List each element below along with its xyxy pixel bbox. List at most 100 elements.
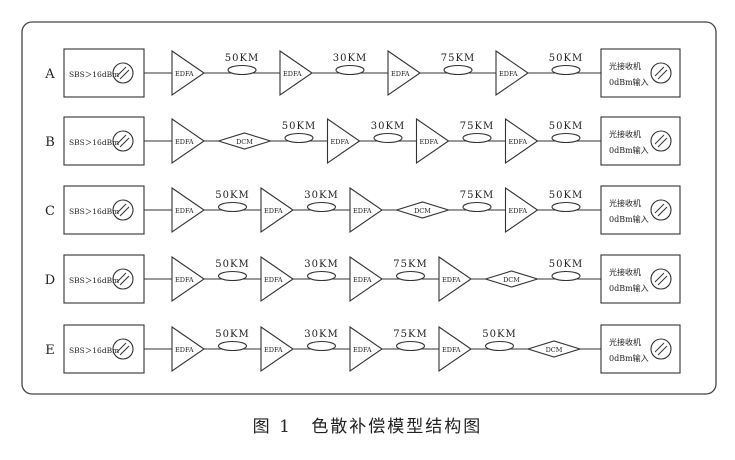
fiber-span: 50KM — [225, 53, 259, 76]
fiber-length-label: 50KM — [549, 53, 583, 64]
fiber-span: 50KM — [282, 121, 316, 144]
fiber-span: 50KM — [549, 53, 583, 76]
row-label: E — [45, 343, 55, 358]
dcm-module: DCM — [526, 340, 582, 358]
fiber-span: 50KM — [482, 329, 516, 352]
edfa-amplifier: EDFA — [349, 186, 383, 234]
diagram-frame — [21, 21, 717, 395]
fiber-length-label: 50KM — [549, 259, 583, 270]
fiber-length-label: 50KM — [215, 329, 249, 340]
edfa-label: EDFA — [283, 70, 302, 78]
source-label: SBS＞16dBm — [69, 346, 119, 355]
edfa-amplifier: EDFA — [438, 255, 472, 303]
edfa-amplifier: EDFA — [415, 117, 450, 165]
source-dial-icon — [112, 199, 134, 221]
fiber-span: 30KM — [304, 259, 338, 282]
fiber-span: 50KM — [549, 121, 583, 144]
fiber-span: 75KM — [393, 329, 427, 352]
edfa-label: EDFA — [353, 346, 372, 354]
receiver-label-line2: 0dBm输入 — [609, 145, 649, 155]
receiver-block: 光接收机 0dBm输入 — [600, 324, 681, 374]
receiver-label-line1: 光接收机 — [609, 198, 641, 208]
fiber-length-label: 50KM — [549, 190, 583, 201]
receiver-label-line2: 0dBm输入 — [609, 214, 649, 224]
source-block: SBS＞16dBm — [63, 324, 145, 374]
receiver-label-line1: 光接收机 — [609, 267, 641, 277]
receiver-label-line2: 0dBm输入 — [609, 77, 649, 87]
source-block: SBS＞16dBm — [63, 185, 145, 235]
edfa-amplifier: EDFA — [504, 117, 539, 165]
edfa-amplifier: EDFA — [326, 117, 361, 165]
edfa-amplifier: EDFA — [171, 186, 205, 234]
edfa-amplifier: EDFA — [260, 255, 294, 303]
fiber-span: 75KM — [460, 121, 494, 144]
edfa-amplifier: EDFA — [504, 186, 539, 234]
fiber-length-label: 75KM — [441, 53, 475, 64]
edfa-label: EDFA — [175, 70, 194, 78]
receiver-label-line2: 0dBm输入 — [609, 283, 649, 293]
edfa-amplifier: EDFA — [438, 325, 472, 373]
fiber-length-label: 30KM — [304, 329, 338, 340]
receiver-dial-icon — [650, 268, 672, 290]
fiber-length-label: 50KM — [225, 53, 259, 64]
receiver-block: 光接收机 0dBm输入 — [600, 254, 681, 304]
edfa-amplifier: EDFA — [349, 325, 383, 373]
fiber-span: 75KM — [393, 259, 427, 282]
edfa-label: EDFA — [442, 346, 461, 354]
fiber-span: 30KM — [304, 329, 338, 352]
fiber-span: 50KM — [549, 190, 583, 213]
receiver-dial-icon — [650, 62, 672, 84]
scheme-row-e: E SBS＞16dBm 光接收机 0dBm输入 EDFA 50KM EDFA 30KM EDFA… — [45, 324, 681, 374]
fiber-span: 75KM — [460, 190, 494, 213]
receiver-dial-icon — [650, 130, 672, 152]
dcm-label: DCM — [546, 346, 563, 354]
dcm-label: DCM — [236, 138, 253, 146]
edfa-label: EDFA — [175, 276, 194, 284]
fiber-span: 30KM — [333, 53, 367, 76]
dcm-label: DCM — [503, 276, 520, 284]
edfa-label: EDFA — [264, 346, 283, 354]
edfa-amplifier: EDFA — [171, 325, 205, 373]
edfa-amplifier: EDFA — [349, 255, 383, 303]
fiber-length-label: 50KM — [282, 121, 316, 132]
receiver-dial-icon — [650, 199, 672, 221]
fiber-length-label: 75KM — [460, 121, 494, 132]
edfa-amplifier: EDFA — [260, 186, 294, 234]
row-label: C — [45, 204, 55, 219]
source-dial-icon — [112, 62, 134, 84]
edfa-label: EDFA — [264, 207, 283, 215]
receiver-label-line1: 光接收机 — [609, 129, 641, 139]
fiber-length-label: 30KM — [304, 259, 338, 270]
source-label: SBS＞16dBm — [69, 138, 119, 147]
figure-caption: 图 1 色散补偿模型结构图 — [0, 412, 735, 437]
source-label: SBS＞16dBm — [69, 207, 119, 216]
fiber-span: 50KM — [549, 259, 583, 282]
receiver-label-line1: 光接收机 — [609, 337, 641, 347]
row-label: B — [45, 135, 55, 150]
source-label: SBS＞16dBm — [69, 276, 119, 285]
scheme-row-c: C SBS＞16dBm 光接收机 0dBm输入 EDFA 50KM EDFA 30KM EDFA… — [45, 185, 681, 235]
edfa-label: EDFA — [509, 207, 528, 215]
edfa-amplifier: EDFA — [260, 325, 294, 373]
edfa-amplifier: EDFA — [171, 255, 205, 303]
receiver-label-line2: 0dBm输入 — [609, 353, 649, 363]
fiber-span: 50KM — [215, 329, 249, 352]
fiber-length-label: 75KM — [460, 190, 494, 201]
receiver-block: 光接收机 0dBm输入 — [600, 48, 681, 98]
fiber-length-label: 30KM — [333, 53, 367, 64]
fiber-length-label: 50KM — [215, 190, 249, 201]
receiver-label-line1: 光接收机 — [609, 61, 641, 71]
source-dial-icon — [112, 130, 134, 152]
receiver-block: 光接收机 0dBm输入 — [600, 116, 681, 166]
fiber-span: 50KM — [215, 190, 249, 213]
source-block: SBS＞16dBm — [63, 254, 145, 304]
fiber-length-label: 30KM — [371, 121, 405, 132]
fiber-length-label: 50KM — [549, 121, 583, 132]
edfa-label: EDFA — [353, 207, 372, 215]
fiber-span: 50KM — [215, 259, 249, 282]
fiber-span: 30KM — [304, 190, 338, 213]
edfa-label: EDFA — [391, 70, 410, 78]
dcm-module: DCM — [216, 132, 273, 150]
